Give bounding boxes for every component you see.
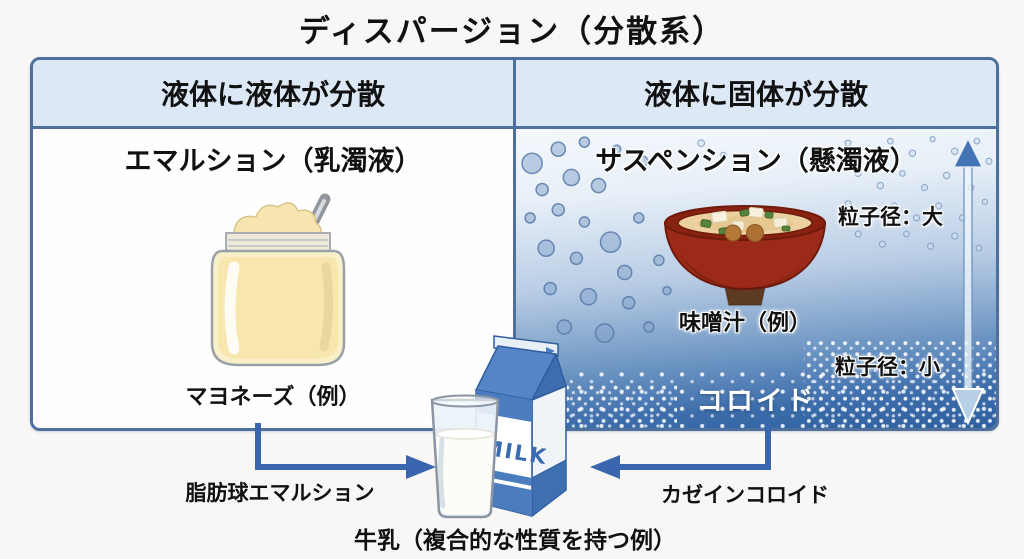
emulsion-to-milk-arrow — [255, 423, 436, 479]
small-bubbles — [697, 135, 993, 252]
large-bubbles — [521, 136, 672, 343]
casein-colloid-label: カゼインコロイド — [661, 483, 829, 507]
diagram-title: ディスパージョン（分散系） — [298, 14, 726, 50]
suspension-title: サスペンション（懸濁液） — [595, 146, 917, 177]
table-header-row: 液体に液体が分散 液体に固体が分散 — [33, 60, 996, 129]
suspension-panel: サスペンション（懸濁液） — [516, 129, 996, 428]
table-body-row: エマルション（乳濁液） マヨネーズ（例） — [33, 129, 996, 428]
mayonnaise-example-label: マヨネーズ（例） — [185, 385, 361, 410]
left-column-header: 液体に液体が分散 — [33, 60, 516, 126]
emulsion-title: エマルション（乳濁液） — [124, 146, 422, 177]
mayonnaise-jar-icon — [210, 193, 346, 367]
particle-size-large-label: 粒子径：大 — [838, 205, 943, 229]
miso-example-label: 味噌汁（例） — [678, 311, 811, 336]
colloid-to-milk-arrow — [590, 423, 771, 479]
fat-globule-emulsion-label: 脂肪球エマルション — [185, 481, 375, 505]
emulsion-panel: エマルション（乳濁液） マヨネーズ（例） — [33, 129, 516, 428]
colloid-label: コロイド — [696, 386, 816, 417]
right-column-header: 液体に固体が分散 — [516, 60, 996, 126]
dispersed-particles-decoration — [521, 135, 996, 428]
dispersion-table: 液体に液体が分散 液体に固体が分散 エマルション（乳濁液） マヨネーズ（例） — [30, 57, 999, 431]
milk-glass-icon — [430, 394, 500, 519]
particle-size-small-label: 粒子径：小 — [835, 355, 940, 379]
milk-caption: 牛乳（複合的な性質を持つ例） — [354, 528, 676, 554]
particle-size-arrow — [951, 137, 985, 425]
miso-soup-bowl-icon — [663, 205, 827, 306]
